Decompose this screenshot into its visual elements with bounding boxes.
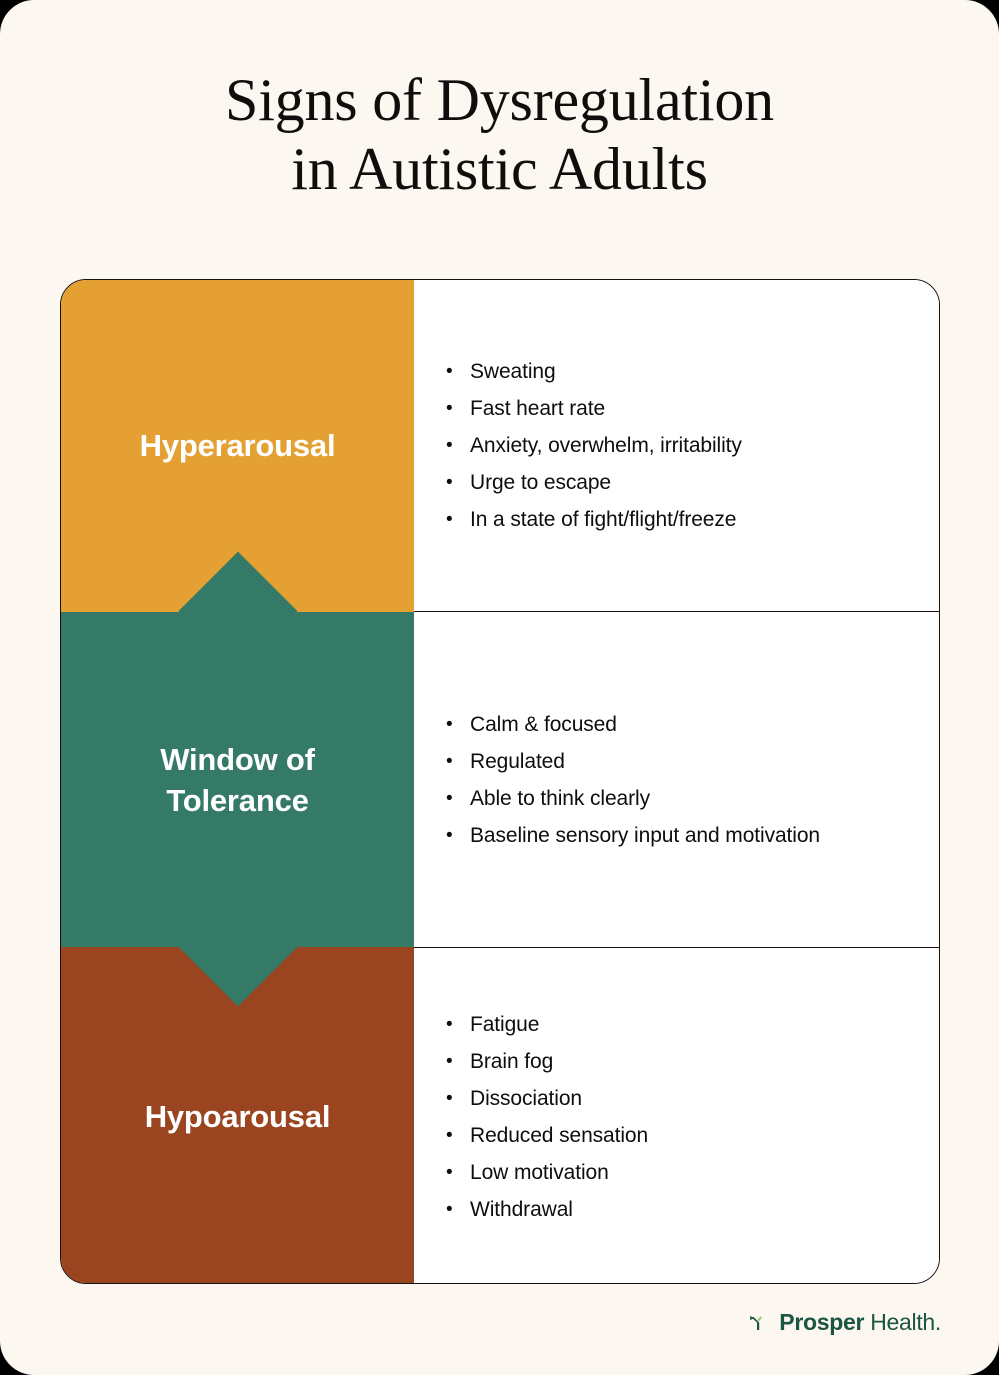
list-cell-hyperarousal: Sweating Fast heart rate Anxiety, overwh… bbox=[414, 280, 939, 611]
table-row-window-of-tolerance: Window of Tolerance Calm & focused Regul… bbox=[61, 552, 939, 1007]
list-item: In a state of fight/flight/freeze bbox=[444, 501, 742, 538]
arousal-table-card: Hyperarousal Sweating Fast heart rate An… bbox=[60, 279, 940, 1284]
section-label-hyperarousal: Hyperarousal bbox=[139, 428, 336, 463]
brand-name-prosper: Prosper bbox=[779, 1309, 865, 1335]
bullet-list-hypoarousal: Fatigue Brain fog Dissociation Reduced s… bbox=[444, 1006, 648, 1228]
list-item: Anxiety, overwhelm, irritability bbox=[444, 427, 742, 464]
brand-wordmark: Prosper Health. bbox=[779, 1311, 941, 1334]
list-cell-hypoarousal: Fatigue Brain fog Dissociation Reduced s… bbox=[414, 948, 939, 1283]
page-title-line-1: Signs of Dysregulation bbox=[225, 67, 774, 133]
page-title: Signs of Dysregulation in Autistic Adult… bbox=[0, 66, 999, 204]
list-item: Reduced sensation bbox=[444, 1117, 648, 1154]
page-title-line-2: in Autistic Adults bbox=[291, 136, 708, 202]
sprout-leaf-icon bbox=[750, 1315, 763, 1330]
list-item: Baseline sensory input and motivation bbox=[444, 817, 820, 854]
list-item: Fatigue bbox=[444, 1006, 648, 1043]
table-row-hyperarousal: Hyperarousal Sweating Fast heart rate An… bbox=[61, 280, 939, 671]
list-item: Calm & focused bbox=[444, 706, 820, 743]
list-item: Regulated bbox=[444, 743, 820, 780]
bullet-list-window-of-tolerance: Calm & focused Regulated Able to think c… bbox=[444, 706, 820, 854]
list-item: Brain fog bbox=[444, 1043, 648, 1080]
section-label-line-1: Window of bbox=[160, 741, 315, 777]
list-item: Able to think clearly bbox=[444, 780, 820, 817]
list-cell-window-of-tolerance: Calm & focused Regulated Able to think c… bbox=[414, 612, 939, 947]
list-item: Sweating bbox=[444, 353, 742, 390]
list-item: Low motivation bbox=[444, 1154, 648, 1191]
brand-name-health: Health. bbox=[864, 1309, 941, 1335]
bullet-list-hyperarousal: Sweating Fast heart rate Anxiety, overwh… bbox=[444, 353, 742, 538]
list-item: Withdrawal bbox=[444, 1191, 648, 1228]
section-label-window-of-tolerance: Window of Tolerance bbox=[150, 739, 325, 821]
section-label-hypoarousal: Hypoarousal bbox=[144, 1099, 331, 1134]
list-item: Urge to escape bbox=[444, 464, 742, 501]
label-cell-window-of-tolerance: Window of Tolerance bbox=[61, 552, 414, 1007]
list-item: Fast heart rate bbox=[444, 390, 742, 427]
brand-footer: Prosper Health. bbox=[747, 1310, 941, 1335]
section-label-line-2: Tolerance bbox=[166, 782, 309, 818]
list-item: Dissociation bbox=[444, 1080, 648, 1117]
